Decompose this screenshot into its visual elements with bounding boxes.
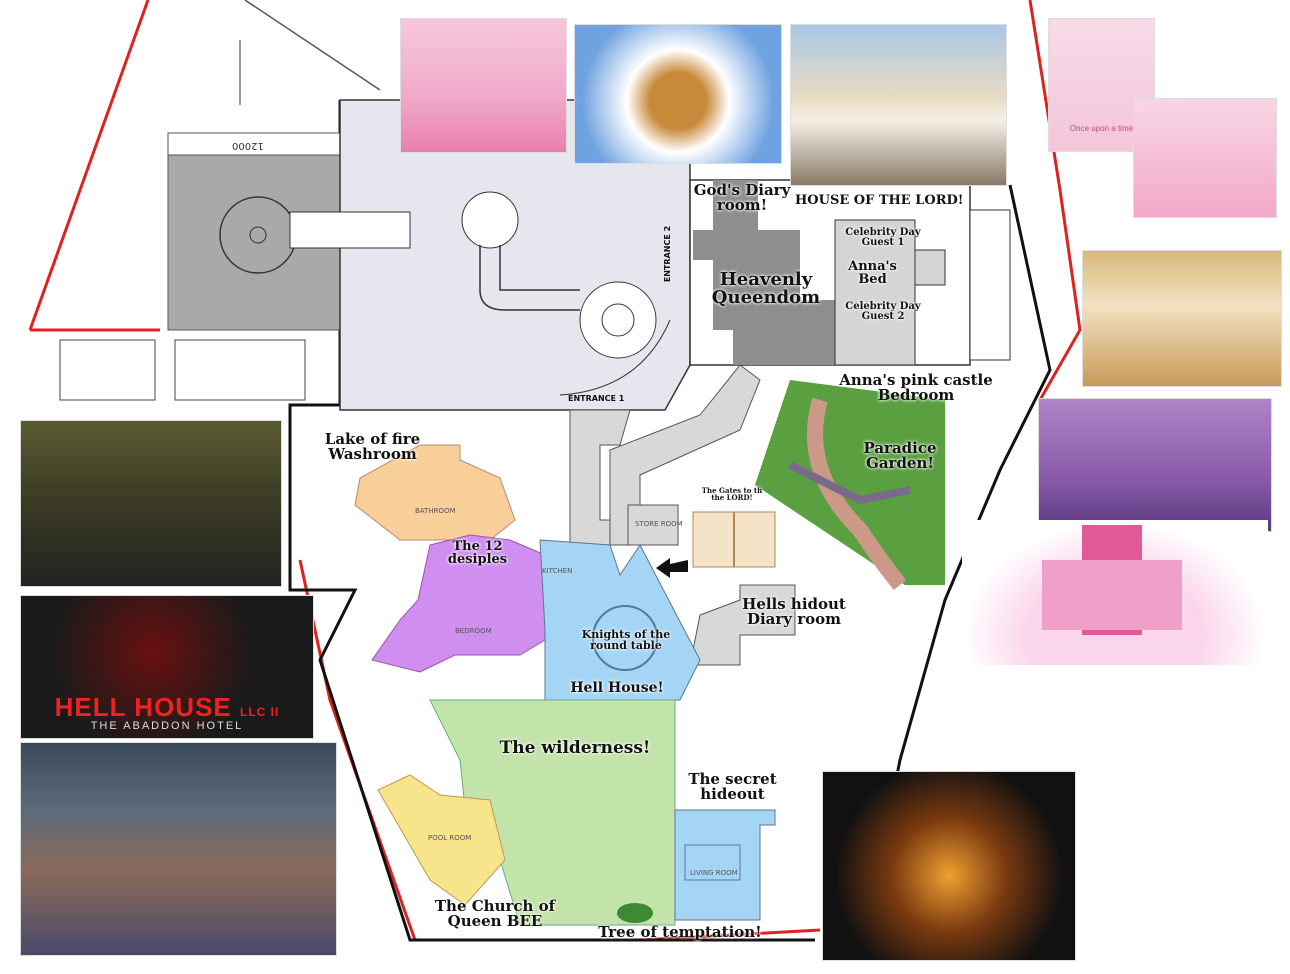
bedroom-label: BEDROOM [455,627,492,635]
purple-room-photo [1038,398,1272,532]
gates-image [692,511,776,568]
wilderness-label: The wilderness! [499,738,651,758]
living-room-label: LIVING ROOM [690,869,738,877]
dimension-label: 12000 [232,140,264,151]
gods-diary-room-label: God's Diary room! [693,181,791,214]
hells-hidout-diary-room-label: Hells hidout Diary room [742,595,846,628]
winged-throne-photo [574,24,782,164]
kitchen-label: KITCHEN [542,567,573,575]
annas-pink-castle-label: Anna's pink castle Bedroom [839,371,993,404]
pink-castle-cloud-image [962,520,1268,665]
hell-house-label: Hell House! [570,680,664,696]
hell-house-poster: HELL HOUSE LLC II THE ABADDON HOTEL [20,595,314,739]
bathroom-label: BATHROOM [415,507,456,515]
church-of-queen-bee-label: The Church of Queen BEE [434,897,556,930]
annas-bed-label: Anna's Bed [848,259,897,287]
messy-bedroom-photo [20,742,337,956]
paradice-garden-label: Paradice Garden! [863,439,937,472]
pink-palace-photo [400,18,567,153]
gates-label: The Gates to th the LORD! [701,486,763,502]
twelve-desiples-label: The 12 desiples [447,539,508,567]
heavenly-queendom-label: Heavenly Queendom [711,269,821,308]
pool-room-label: POOL ROOM [428,834,472,842]
entrance-1-label: ENTRANCE 1 [568,394,625,403]
secret-hideout-label: The secret hideout [688,770,777,803]
pink-princess-photo [1133,98,1277,218]
haunted-ward-photo [20,420,282,587]
lake-of-fire-label: Lake of fire Washroom [324,430,421,463]
tree-of-temptation-label: Tree of temptation! [598,923,762,941]
house-of-the-lord-title: HOUSE OF THE LORD! [795,193,964,208]
store-room-label: STORE ROOM [635,520,683,528]
entrance-2-label: ENTRANCE 2 [663,225,673,283]
guest-1-label: Celebrity Day Guest 1 [845,227,921,248]
heavenly-living-room-photo [790,24,1007,186]
luxury-room-photo [1082,250,1282,387]
guest-2-label: Celebrity Day Guest 2 [845,301,921,322]
knights-round-table-label: Knights of the round table [581,628,671,652]
dark-hall-photo [822,771,1076,961]
